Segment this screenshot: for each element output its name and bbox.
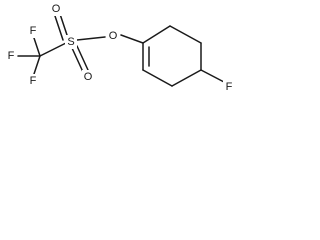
svg-text:F: F xyxy=(8,50,15,62)
svg-text:O: O xyxy=(109,30,118,42)
chemical-structure-diagram: F F F S O O O F xyxy=(6,2,234,94)
svg-text:O: O xyxy=(84,71,93,83)
atom-label-oxygen-ester: O xyxy=(106,29,119,43)
svg-text:F: F xyxy=(30,75,37,87)
atom-label-sulfur: S xyxy=(65,35,77,49)
bond-s-o-ester xyxy=(76,36,106,41)
bond-s-o-bottom-b xyxy=(76,45,89,71)
bond-c6-c5 xyxy=(169,25,202,44)
svg-text:O: O xyxy=(52,3,61,15)
atom-label-oxygen-top: O xyxy=(50,2,62,16)
atom-label-f3: F xyxy=(28,74,39,88)
atom-label-fluorine-ring: F xyxy=(223,80,234,94)
bond-s-o-top-b xyxy=(59,13,69,39)
bond-c4-f xyxy=(200,69,225,83)
atom-label-oxygen-bottom: O xyxy=(82,70,94,84)
bond-c3-c2 xyxy=(142,69,173,87)
bond-c4-c3 xyxy=(171,69,202,87)
bond-c-f3 xyxy=(33,55,41,75)
atom-label-f2: F xyxy=(28,24,39,38)
atom-label-f1: F xyxy=(6,49,17,63)
bond-c-f2 xyxy=(33,37,41,57)
svg-text:S: S xyxy=(67,36,74,48)
bond-s-o-bottom-a xyxy=(71,47,84,73)
bond-o-c1 xyxy=(120,34,144,44)
svg-text:F: F xyxy=(30,25,37,37)
bond-c-s xyxy=(39,42,67,57)
bond-s-o-top-a xyxy=(54,15,64,41)
svg-text:F: F xyxy=(226,81,233,93)
bond-c1-c6 xyxy=(142,25,171,44)
